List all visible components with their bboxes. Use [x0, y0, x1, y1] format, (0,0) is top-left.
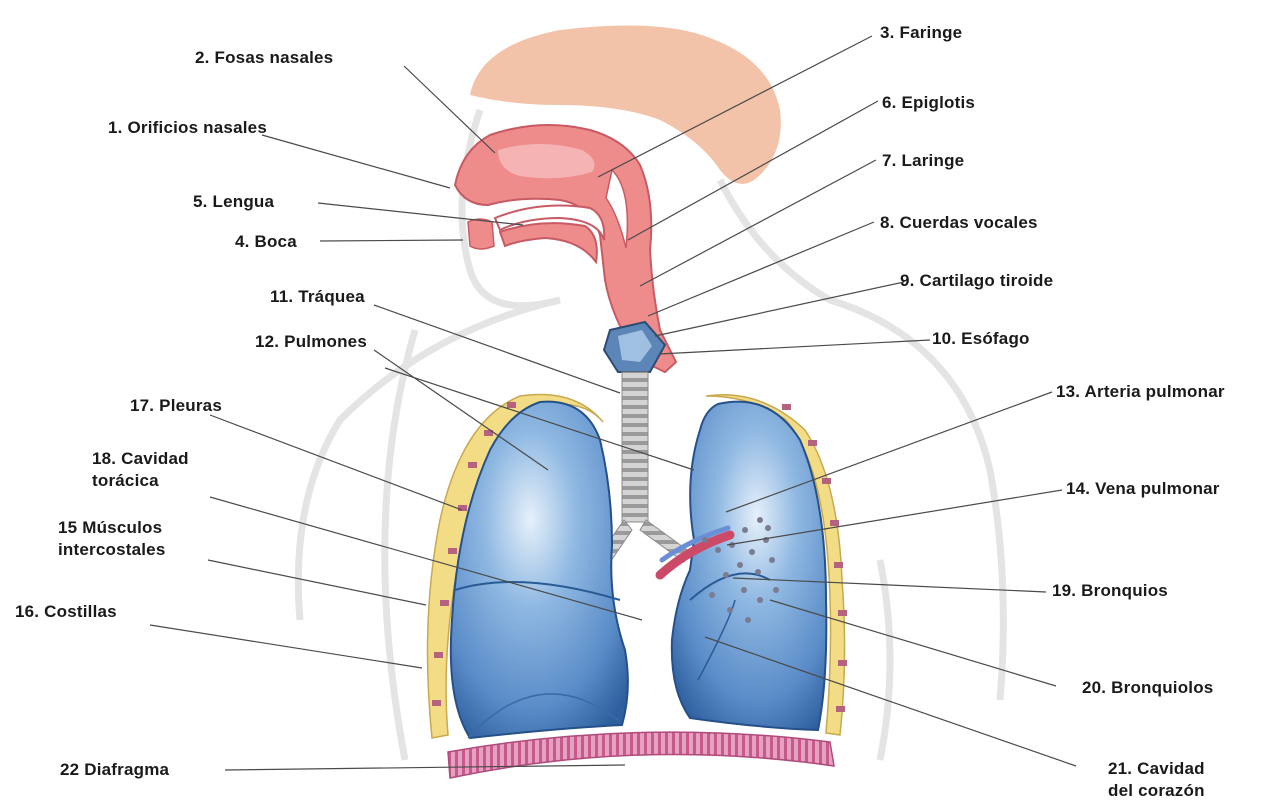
label-diafragma: 22 Diafragma [60, 759, 169, 781]
label-pleuras: 17. Pleuras [130, 395, 222, 417]
lung-right-shape [672, 402, 827, 730]
label-bronquios: 19. Bronquios [1052, 580, 1168, 602]
label-vena-pulmonar: 14. Vena pulmonar [1066, 478, 1220, 500]
label-cavidad-toracica: 18. Cavidad torácica [92, 448, 189, 492]
label-traquea: 11. Tráquea [270, 286, 365, 308]
label-esofago: 10. Esófago [932, 328, 1030, 350]
label-cavidad-corazon-line2: del corazón [1108, 780, 1205, 802]
label-cartilago-tiroide: 9. Cartilago tiroide [900, 270, 1053, 292]
label-pulmones: 12. Pulmones [255, 331, 367, 353]
label-epiglotis: 6. Epiglotis [882, 92, 975, 114]
label-musculos-line2: intercostales [58, 539, 165, 561]
label-arteria-pulmonar: 13. Arteria pulmonar [1056, 381, 1225, 403]
label-orificios-nasales: 1. Orificios nasales [108, 117, 267, 139]
label-musculos-line1: 15 Músculos [58, 517, 165, 539]
label-cavidad-corazon-line1: 21. Cavidad [1108, 758, 1205, 780]
label-fosas-nasales: 2. Fosas nasales [195, 47, 333, 69]
label-musculos-intercostales: 15 Músculos intercostales [58, 517, 165, 561]
diaphragm-shape [448, 732, 834, 778]
label-cavidad-toracica-line1: 18. Cavidad [92, 448, 189, 470]
label-boca: 4. Boca [235, 231, 297, 253]
label-laringe: 7. Laringe [882, 150, 964, 172]
label-cuerdas-vocales: 8. Cuerdas vocales [880, 212, 1038, 234]
label-cavidad-corazon: 21. Cavidad del corazón [1108, 758, 1205, 802]
label-faringe: 3. Faringe [880, 22, 962, 44]
upper-airway [455, 125, 676, 372]
label-lengua: 5. Lengua [193, 191, 274, 213]
label-cavidad-toracica-line2: torácica [92, 470, 189, 492]
label-costillas: 16. Costillas [15, 601, 117, 623]
label-bronquiolos: 20. Bronquiolos [1082, 677, 1213, 699]
